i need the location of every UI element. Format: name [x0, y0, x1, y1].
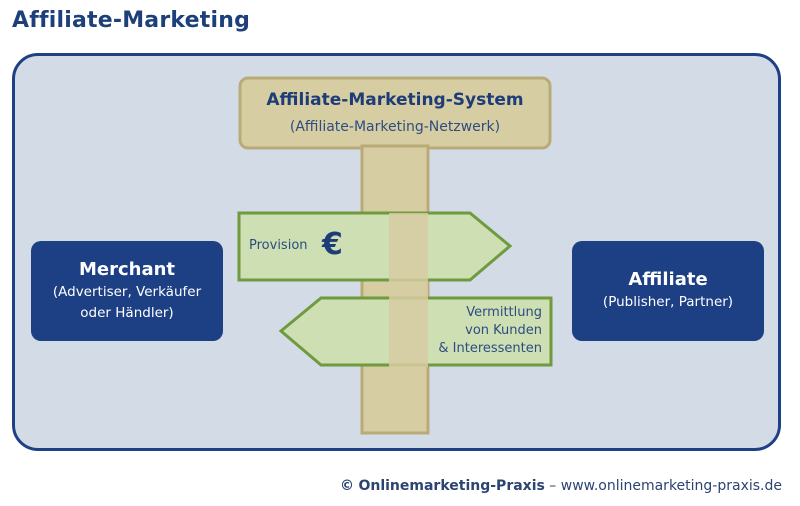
vermittlung-label: Vermittlung von Kunden & Interessenten	[430, 304, 542, 358]
affiliate-box: Affiliate (Publisher, Partner)	[572, 241, 764, 341]
provision-label: Provision	[249, 238, 308, 253]
vermittlung-line2: von Kunden	[465, 323, 542, 338]
affiliate-role: (Publisher, Partner)	[602, 294, 734, 310]
vermittlung-line3: & Interessenten	[438, 341, 542, 356]
page-title: Affiliate-Marketing	[12, 8, 251, 33]
system-subtitle: (Affiliate-Marketing-Netzwerk)	[289, 119, 501, 135]
footer-url: www.onlinemarketing-praxis.de	[560, 478, 782, 494]
signpost-pole-front	[389, 213, 428, 367]
affiliate-name: Affiliate	[628, 269, 708, 290]
copyright-footer: © Onlinemarketing-Praxis – www.onlinemar…	[340, 478, 782, 494]
provision-arrow-sign	[237, 211, 513, 282]
merchant-box: Merchant (Advertiser, Verkäufer oder Hän…	[31, 241, 223, 341]
vermittlung-line1: Vermittlung	[466, 305, 542, 320]
euro-icon: €	[322, 227, 343, 262]
copyright-symbol: ©	[340, 478, 355, 494]
merchant-name: Merchant	[78, 259, 176, 280]
footer-separator: –	[549, 478, 557, 494]
copyright-brand: Onlinemarketing-Praxis	[358, 478, 545, 494]
system-sign-board	[238, 76, 552, 150]
merchant-role-line2: oder Händler)	[80, 305, 174, 321]
system-title: Affiliate-Marketing-System	[266, 90, 524, 110]
merchant-role-line1: (Advertiser, Verkäufer	[52, 284, 202, 300]
